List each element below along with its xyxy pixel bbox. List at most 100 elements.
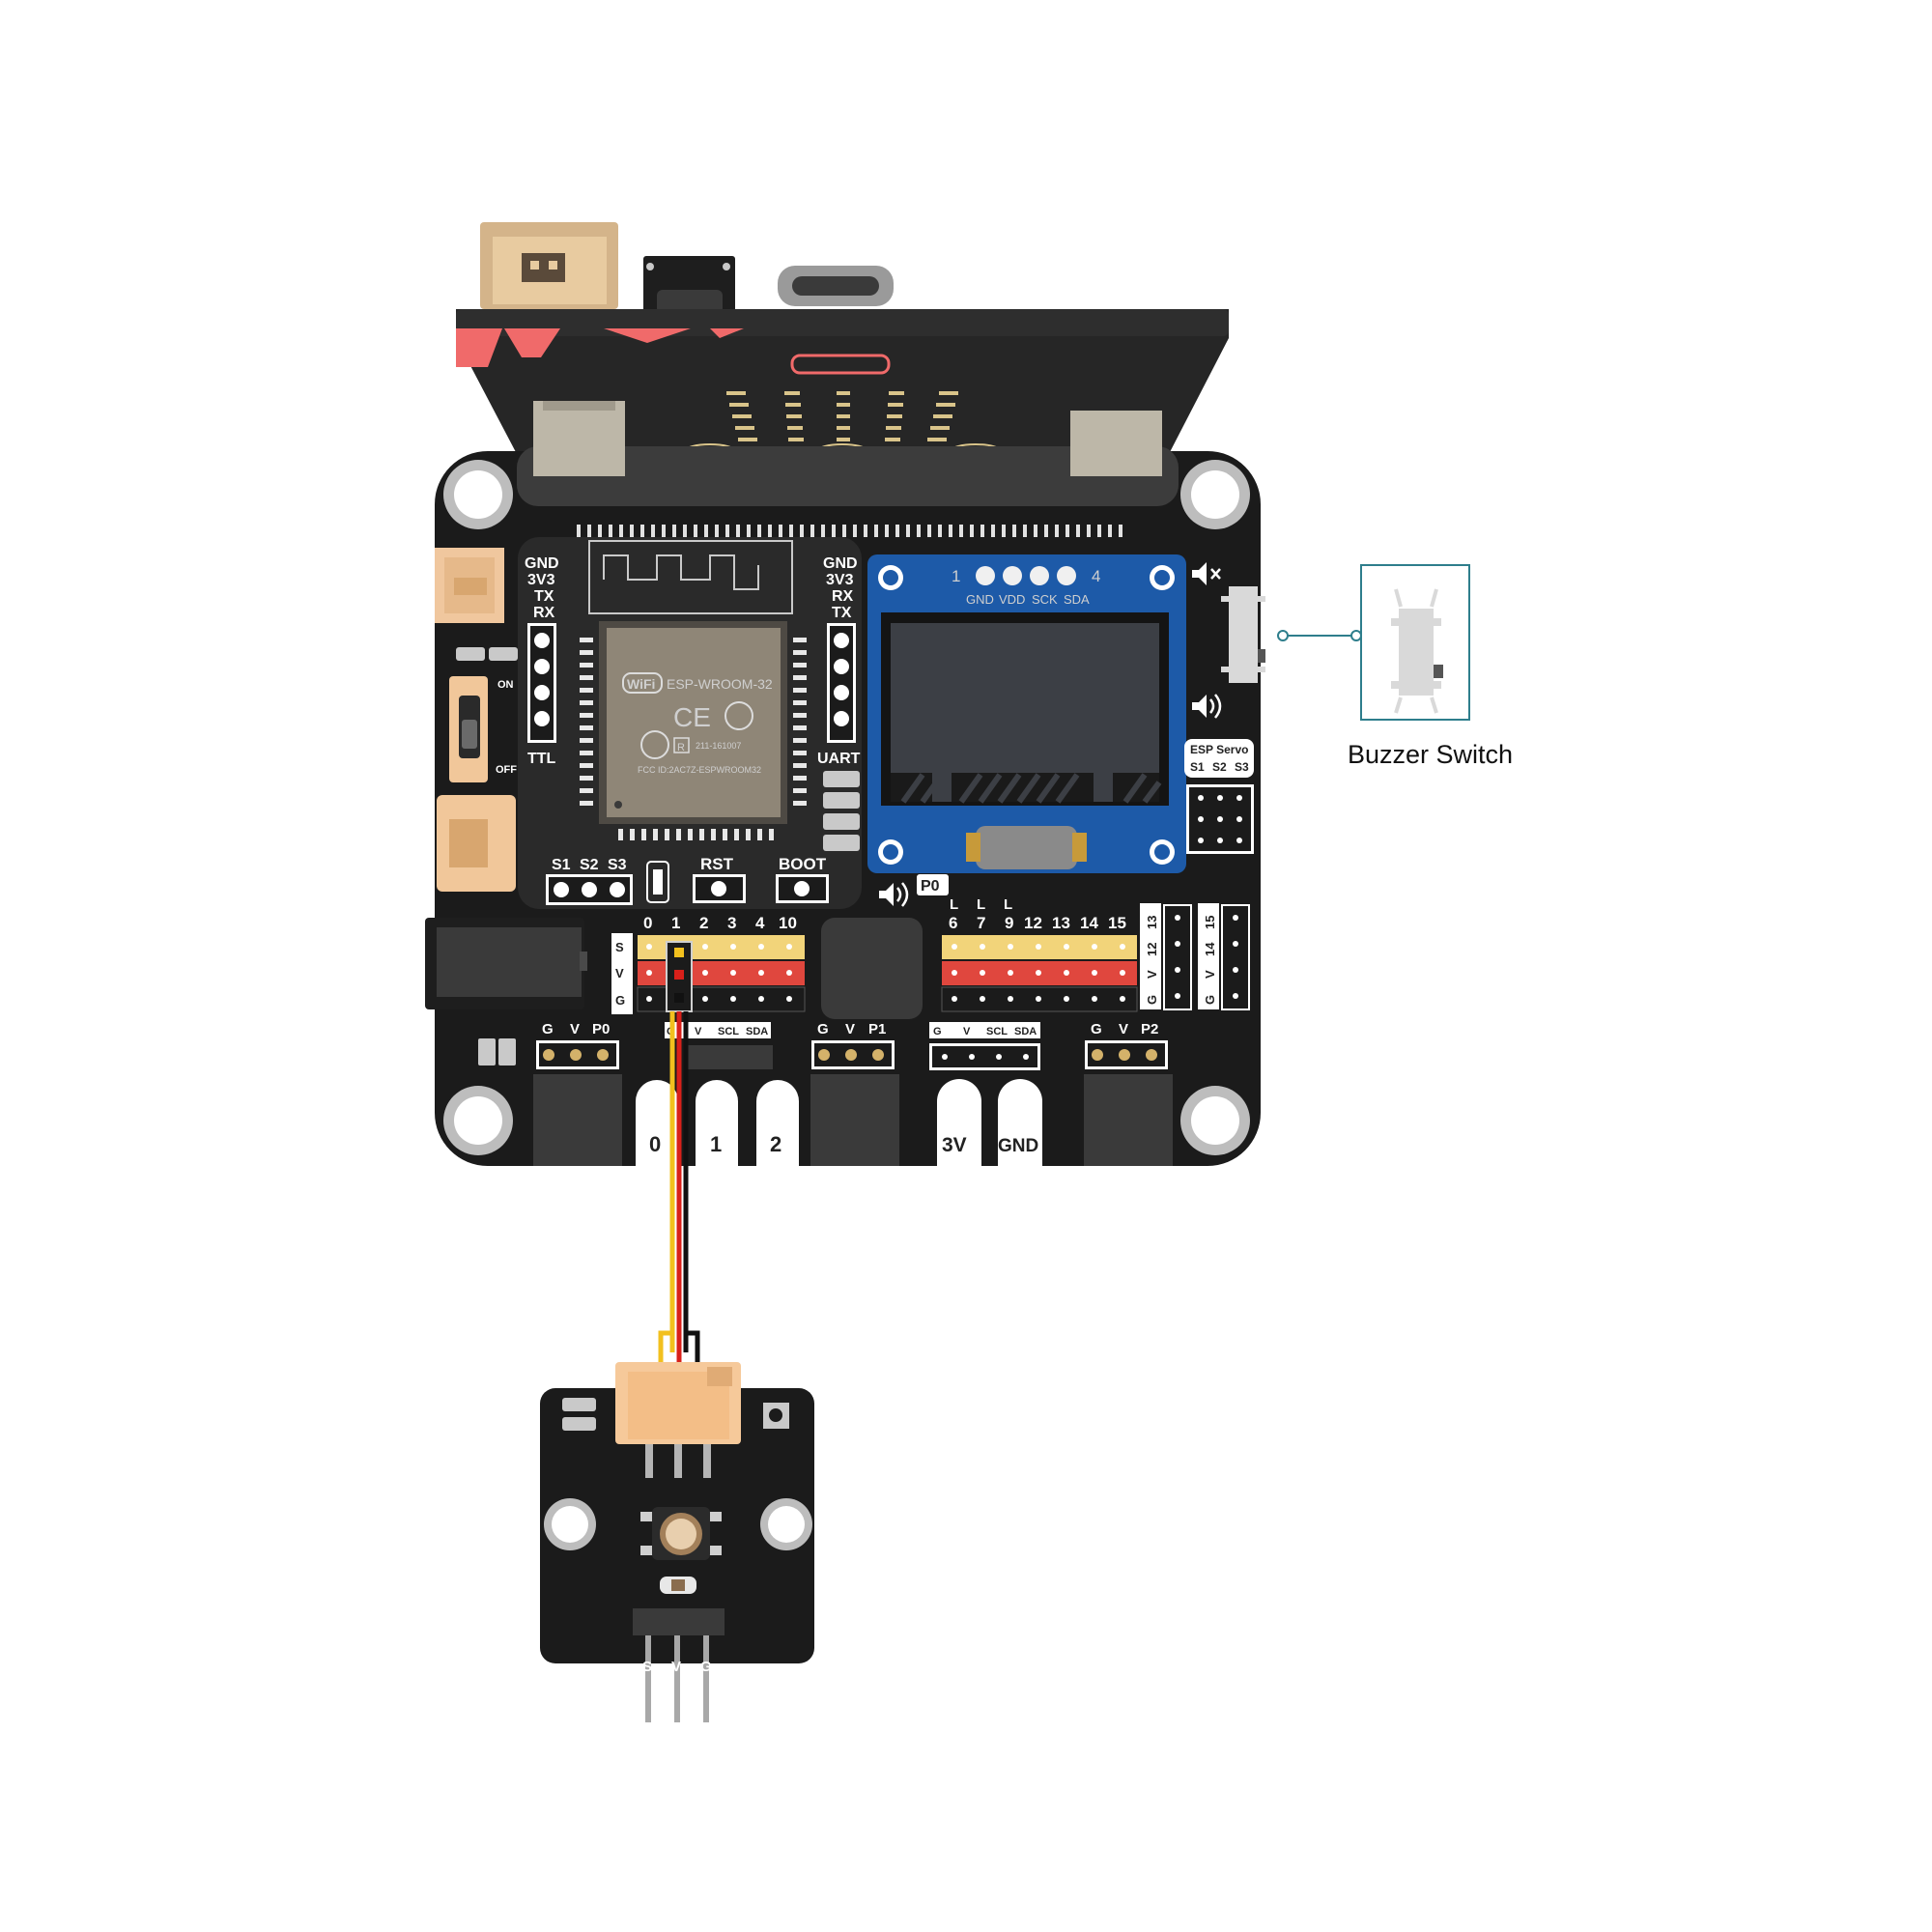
expansion-board: ON OFF WiFi ESP-WROOM-32 xyxy=(425,401,1265,1166)
oled-pin-vdd: VDD xyxy=(999,592,1025,607)
p0-label: P0 xyxy=(921,878,940,895)
edge-pad-2-label: 2 xyxy=(770,1132,781,1156)
header-p2-v: V xyxy=(1119,1021,1128,1037)
esp-servo-s1: S1 xyxy=(1190,760,1205,774)
microbit-led-matrix xyxy=(726,391,958,441)
ttl-pin-gnd: GND xyxy=(525,555,559,572)
header-p2-p2: P2 xyxy=(1141,1021,1158,1037)
side-b-15: 15 xyxy=(1203,916,1217,929)
buzzer-switch[interactable] xyxy=(1221,586,1265,683)
mounting-hole xyxy=(1180,460,1250,529)
battery-connector-side xyxy=(437,795,516,892)
side-header-a: 13 12 V G xyxy=(1140,903,1192,1010)
header-i2c-left: G V SCL SDA xyxy=(665,1022,773,1069)
gpio-num-0: 0 xyxy=(643,914,652,932)
esp-module-name: ESP-WROOM-32 xyxy=(667,676,773,692)
header-p2-g: G xyxy=(1091,1021,1102,1037)
header-p0-g: G xyxy=(542,1021,554,1037)
header-i2c-right: G V SCL SDA xyxy=(929,1022,1040,1070)
gpio-num-12: 12 xyxy=(1024,914,1042,932)
side-a-g: G xyxy=(1145,995,1159,1005)
oled-pin-sck: SCK xyxy=(1032,592,1058,607)
edge-pad-gnd[interactable]: GND xyxy=(998,1079,1042,1166)
i2c-right-g: G xyxy=(933,1026,942,1037)
s-header: S1 S2 S3 xyxy=(546,857,633,905)
gpio-num-1: 1 xyxy=(671,914,680,932)
buzzer-switch-caption: Buzzer Switch xyxy=(1348,740,1513,769)
gpio-num-7: 7 xyxy=(977,914,985,932)
side-b-v: V xyxy=(1203,970,1217,979)
uart-header: GND 3V3 RX TX UART xyxy=(817,555,861,851)
oled-display: 1 4 GND VDD SCK SDA xyxy=(867,554,1186,873)
mounting-hole xyxy=(544,1498,596,1550)
row-label-g: G xyxy=(615,993,625,1008)
oled-pin-first: 1 xyxy=(952,567,960,585)
rst-label: RST xyxy=(700,855,734,873)
header-p2: G V P2 xyxy=(1085,1021,1168,1069)
fcc-id: FCC ID:2AC7Z-ESPWROOM32 xyxy=(638,765,761,775)
row-label-s: S xyxy=(615,940,624,954)
sensor-pin-v: V xyxy=(671,1659,681,1675)
edge-pad-1-label: 1 xyxy=(710,1132,722,1156)
power-switch[interactable] xyxy=(449,676,488,782)
header-p1-v: V xyxy=(845,1021,855,1037)
audio-jack-top xyxy=(643,256,735,314)
gpio-num-2: 2 xyxy=(699,914,708,932)
audio-jack xyxy=(425,918,587,1009)
gpio-num-9: 9 xyxy=(1005,914,1013,932)
oled-pin-last: 4 xyxy=(1092,567,1100,585)
edge-pad-0[interactable]: 0 xyxy=(636,1080,678,1166)
gpio-num-14: 14 xyxy=(1080,914,1098,932)
ce-mark: CE xyxy=(673,702,711,732)
esp-servo-header: ESP Servo S1 S2 S3 xyxy=(1184,739,1254,854)
boot-label: BOOT xyxy=(779,855,827,873)
top-connectors xyxy=(480,222,894,314)
reg-number: 211-161007 xyxy=(696,741,741,751)
switch-on-label: ON xyxy=(497,679,514,691)
edge-contacts xyxy=(577,525,1122,537)
gpio-num-15: 15 xyxy=(1108,914,1126,932)
microbit xyxy=(456,309,1229,459)
side-a-13: 13 xyxy=(1145,916,1159,929)
uart-label: UART xyxy=(817,751,861,767)
header-p1-g: G xyxy=(817,1021,829,1037)
buzzer-switch-illustration-icon xyxy=(1391,588,1443,714)
row-label-v: V xyxy=(615,966,624,980)
mounting-hole xyxy=(443,460,513,529)
sensor-pin-header: S V G xyxy=(633,1608,724,1722)
uart-pin-3v3: 3V3 xyxy=(826,572,854,588)
wifi-badge: WiFi xyxy=(627,676,655,692)
gpio-num-13: 13 xyxy=(1052,914,1070,932)
espressif-logo-icon xyxy=(724,701,753,730)
mounting-hole xyxy=(760,1498,812,1550)
edge-pad-3v[interactable]: 3V xyxy=(937,1079,981,1166)
esp32-module: WiFi ESP-WROOM-32 CE R 211-161007 FCC ID… xyxy=(580,621,807,840)
l-mark-6: L xyxy=(950,896,958,913)
edge-pad-1[interactable]: 1 xyxy=(696,1080,738,1166)
rst-button[interactable]: RST xyxy=(693,855,746,903)
p0-buzzer-icon xyxy=(879,882,909,907)
esp-servo-title: ESP Servo xyxy=(1190,743,1248,756)
boot-button[interactable]: BOOT xyxy=(776,855,829,903)
i2c-left-scl: SCL xyxy=(718,1026,739,1037)
edge-pad-2[interactable]: 2 xyxy=(756,1080,799,1166)
sensor-module: S V G xyxy=(540,1362,814,1722)
r-mark: R xyxy=(677,742,685,753)
buzzer-switch-callout: Buzzer Switch xyxy=(1277,564,1513,769)
switch-off-label: OFF xyxy=(496,764,517,776)
ttl-label: TTL xyxy=(527,751,556,767)
i2c-left-v: V xyxy=(695,1026,702,1037)
side-a-v: V xyxy=(1145,970,1159,979)
i2c-left-sda: SDA xyxy=(746,1026,768,1037)
mounting-hole xyxy=(1180,1086,1250,1155)
edge-pad-0-label: 0 xyxy=(649,1132,661,1156)
gpio-num-3: 3 xyxy=(727,914,736,932)
sensor-pin-g: G xyxy=(700,1659,712,1675)
uart-pin-tx: TX xyxy=(832,605,852,621)
i2c-right-sda: SDA xyxy=(1014,1026,1037,1037)
telec-mark-icon xyxy=(640,730,669,759)
side-a-12: 12 xyxy=(1145,943,1159,956)
uart-pin-gnd: GND xyxy=(823,555,858,572)
sensor-cable xyxy=(658,941,700,1367)
